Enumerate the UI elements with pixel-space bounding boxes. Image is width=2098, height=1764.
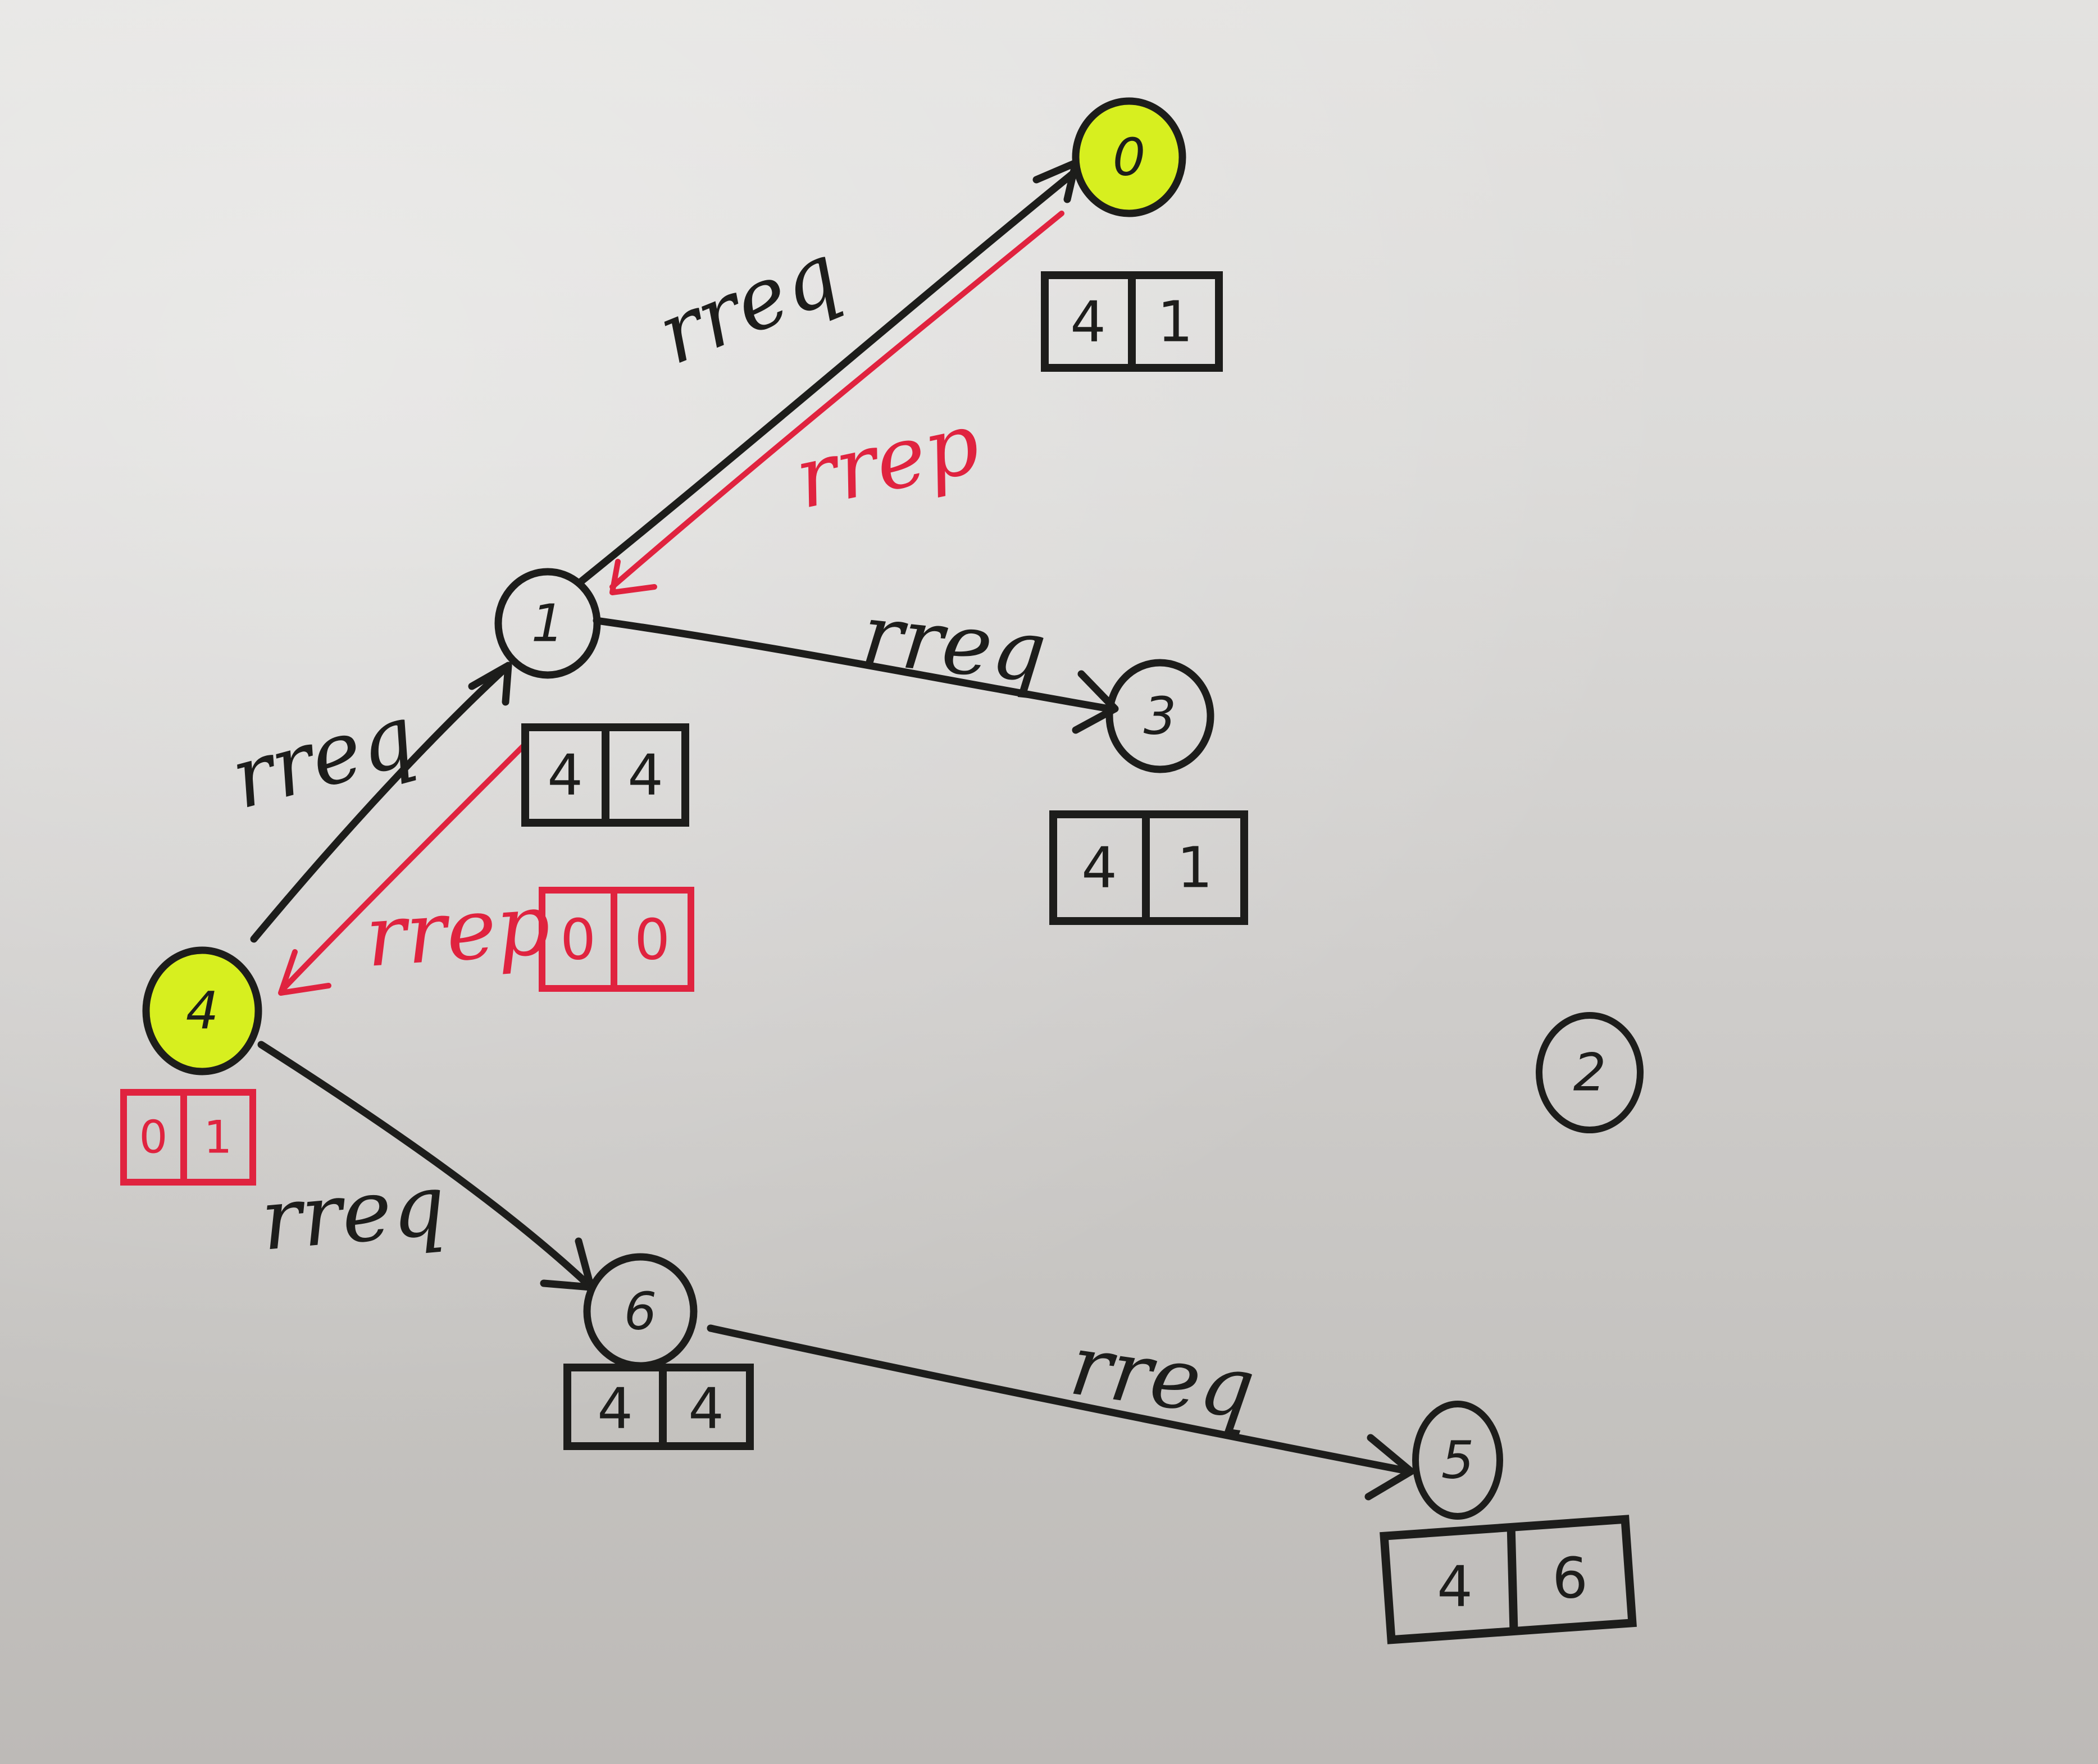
table-node-0: 4 1 [1041,271,1223,372]
edge-label-1-4: rrep [362,876,553,986]
node-6[interactable]: 6 [583,1253,698,1370]
edge-1-to-4-rrep: rrep [278,741,553,996]
table-cell: 1 [1177,835,1213,901]
edge-0-to-1-rrep: rrep [609,211,1064,595]
svg-text:3: 3 [1144,686,1177,746]
table-cell: 4 [1081,835,1117,901]
table-cell: 4 [1437,1554,1473,1620]
table-cell: 4 [627,742,663,808]
node-2[interactable]: 2 [1536,1012,1644,1133]
svg-text:5: 5 [1441,1430,1474,1490]
edges: rreq rreq rreq rreq rreq [221,159,1415,1501]
table-cell: 1 [1157,289,1193,355]
svg-text:4: 4 [186,981,219,1041]
table-cell: 1 [204,1111,233,1164]
table-node-5: 4 6 [1380,1515,1637,1644]
arrowhead-icon [1364,1434,1415,1501]
node-5[interactable]: 5 [1412,1401,1503,1520]
arrowhead-icon [468,662,512,706]
routing-tables: 4 1 4 4 0 0 4 1 0 1 [120,271,1637,1644]
edge-6-to-5-rreq: rreq [707,1316,1415,1501]
table-node-1-reply: 0 0 [539,887,694,992]
table-cell: 4 [688,1376,724,1442]
node-3[interactable]: 3 [1105,659,1214,773]
svg-text:1: 1 [531,594,565,654]
table-cell: 0 [139,1111,168,1164]
edge-label-4-1: rreq [221,686,425,828]
arrowhead-icon [609,559,657,595]
node-1[interactable]: 1 [494,568,601,679]
edge-label-4-6: rreq [257,1156,449,1270]
table-cell: 4 [1070,289,1106,355]
edge-label-6-5: rreq [1064,1316,1260,1438]
table-cell: 4 [547,742,583,808]
arrowhead-icon [1072,670,1119,734]
edge-4-to-6-rreq: rreq [257,1041,595,1291]
nodes: 0 1 2 3 4 5 6 [142,97,1644,1520]
table-node-3: 4 1 [1049,810,1248,925]
table-node-1: 4 4 [521,723,689,827]
table-cell: 4 [597,1376,633,1442]
svg-text:2: 2 [1573,1043,1607,1103]
edge-label-1-0: rreq [645,224,852,384]
svg-text:0: 0 [1113,127,1146,188]
edge-label-1-3: rreq [857,586,1051,702]
node-0[interactable]: 0 [1072,97,1186,217]
table-cell: 0 [634,907,670,973]
svg-text:6: 6 [624,1282,657,1342]
edge-1-to-3-rreq: rreq [593,586,1119,734]
table-cell: 6 [1552,1546,1588,1611]
node-4[interactable]: 4 [142,946,262,1075]
table-node-4-reply: 0 1 [120,1089,256,1186]
table-cell: 0 [560,907,596,973]
table-node-6: 4 4 [563,1364,754,1450]
arrowhead-icon [278,949,331,996]
